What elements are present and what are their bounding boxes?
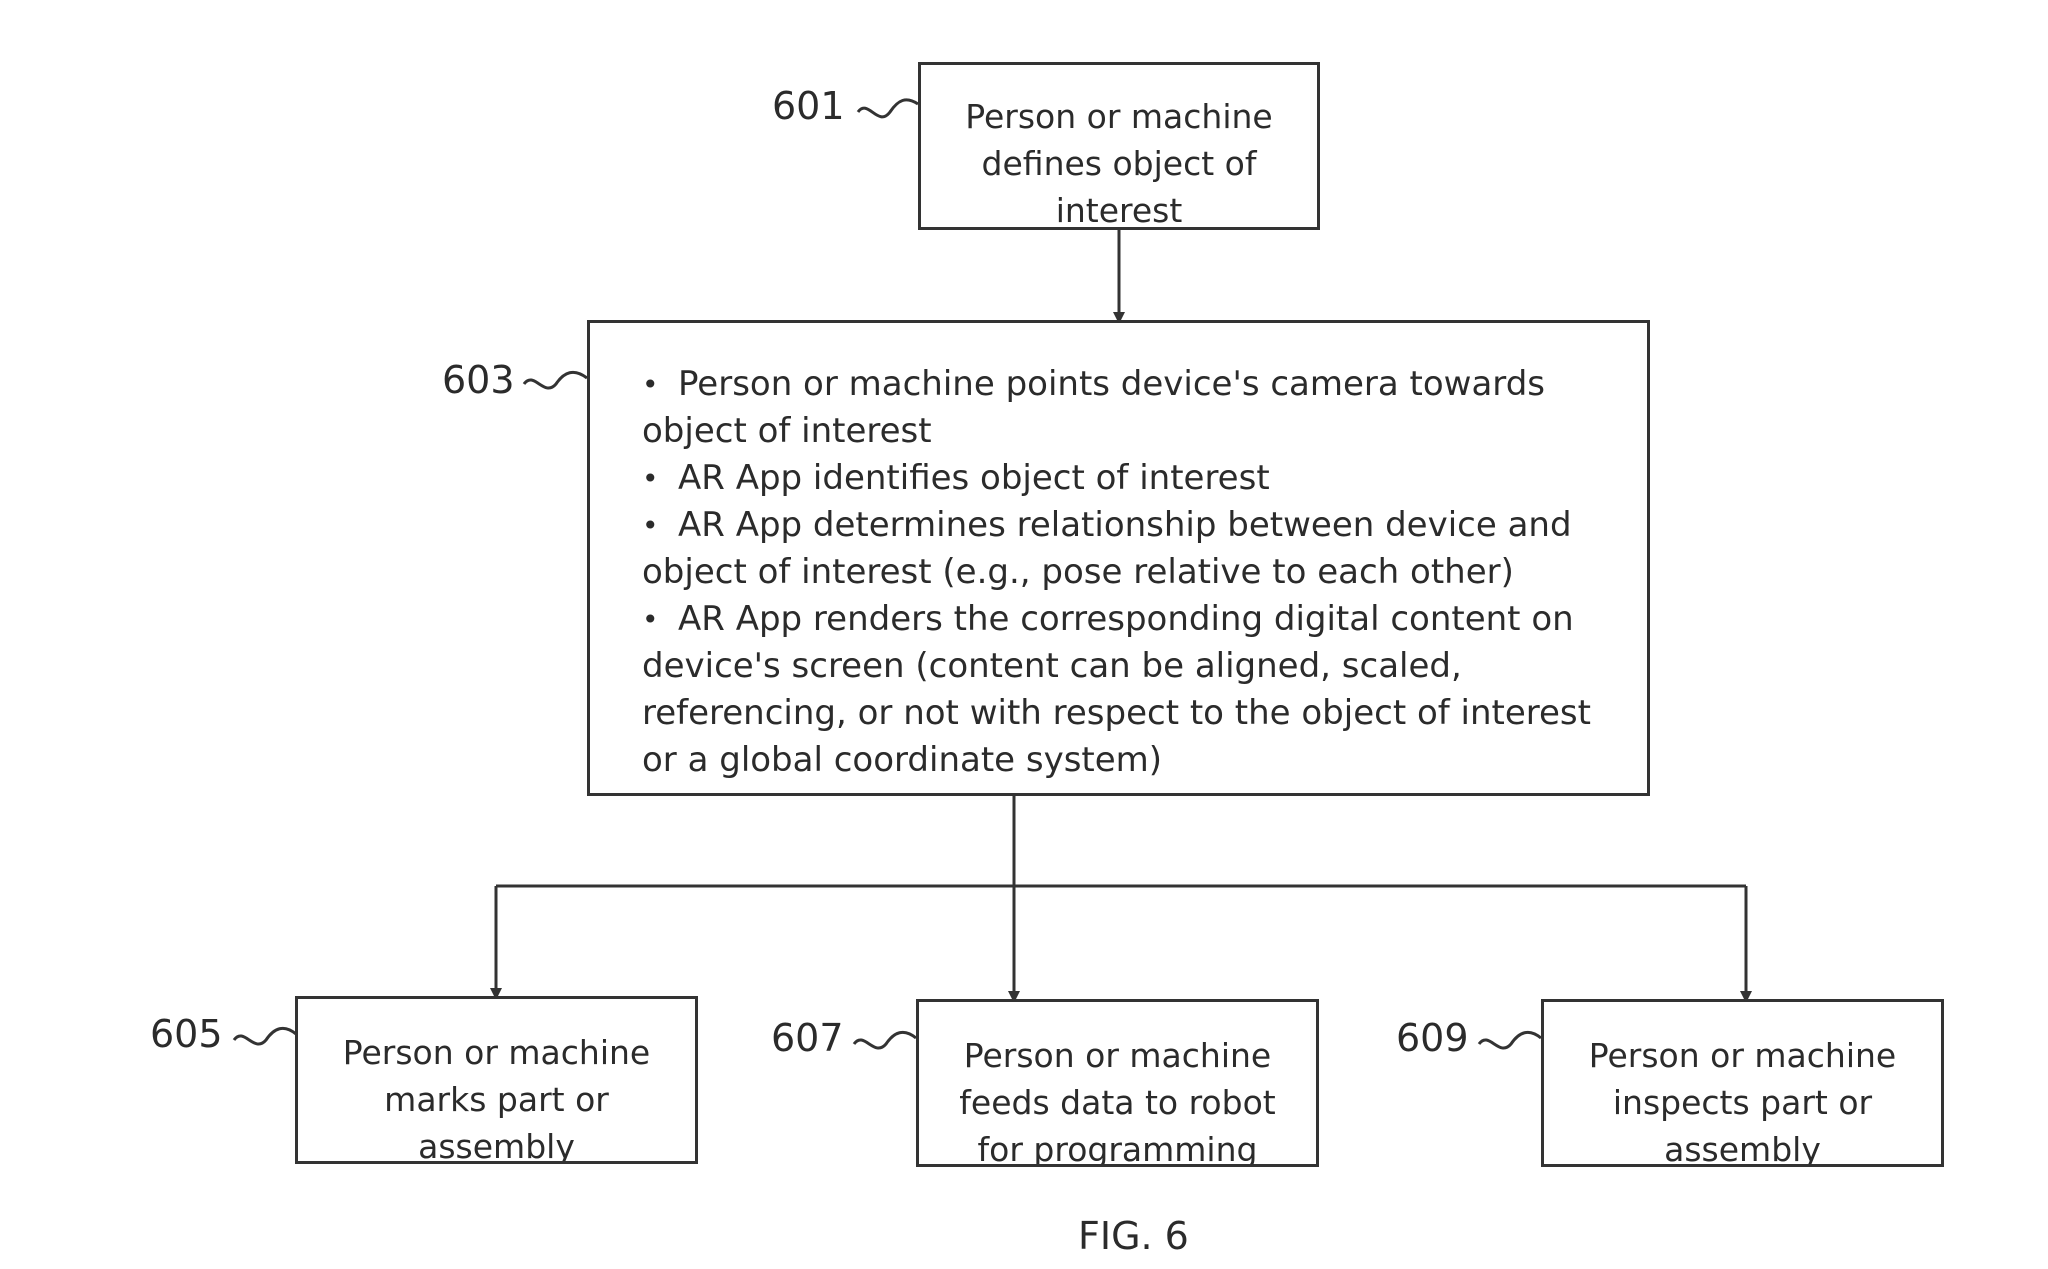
step-603-bullet-text: AR App renders the corresponding digital… [642, 599, 1591, 780]
step-603-bullet: •Person or machine points device's camer… [642, 361, 1607, 455]
figure-caption: FIG. 6 [1078, 1214, 1189, 1258]
bullet-dot-icon: • [642, 361, 678, 408]
step-609-box: Person or machine inspects part or assem… [1541, 999, 1944, 1167]
step-603-bullet-text: Person or machine points device's camera… [642, 364, 1545, 451]
leader-607 [854, 1032, 916, 1048]
step-607-box: Person or machine feeds data to robot fo… [916, 999, 1319, 1167]
bullet-dot-icon: • [642, 455, 678, 502]
ref-number-601: 601 [772, 84, 845, 128]
step-605-text: Person or machine marks part or assembly [298, 1029, 695, 1164]
leader-609 [1479, 1032, 1541, 1048]
step-603-bullet: •AR App renders the corresponding digita… [642, 596, 1607, 784]
step-609-text: Person or machine inspects part or assem… [1544, 1032, 1941, 1167]
step-601-text: Person or machine defines object of inte… [921, 93, 1317, 230]
step-603-box: •Person or machine points device's camer… [587, 320, 1650, 796]
step-603-bullet: •AR App identifies object of interest [642, 455, 1607, 502]
leader-603 [524, 372, 587, 388]
leader-601 [858, 100, 918, 117]
step-603-bullet-text: AR App identifies object of interest [678, 458, 1270, 498]
step-603-bullet-text: AR App determines relationship between d… [642, 505, 1572, 592]
ref-number-603: 603 [442, 358, 515, 402]
bullet-dot-icon: • [642, 502, 678, 549]
ref-number-609: 609 [1396, 1016, 1469, 1060]
bullet-dot-icon: • [642, 596, 678, 643]
step-603-bullet: •AR App determines relationship between … [642, 502, 1607, 596]
step-601-box: Person or machine defines object of inte… [918, 62, 1320, 230]
leader-605 [234, 1028, 296, 1044]
ref-number-605: 605 [150, 1012, 223, 1056]
step-603-bullet-list: •Person or machine points device's camer… [642, 361, 1607, 784]
ref-number-607: 607 [771, 1016, 844, 1060]
step-605-box: Person or machine marks part or assembly [295, 996, 698, 1164]
step-607-text: Person or machine feeds data to robot fo… [919, 1032, 1316, 1167]
